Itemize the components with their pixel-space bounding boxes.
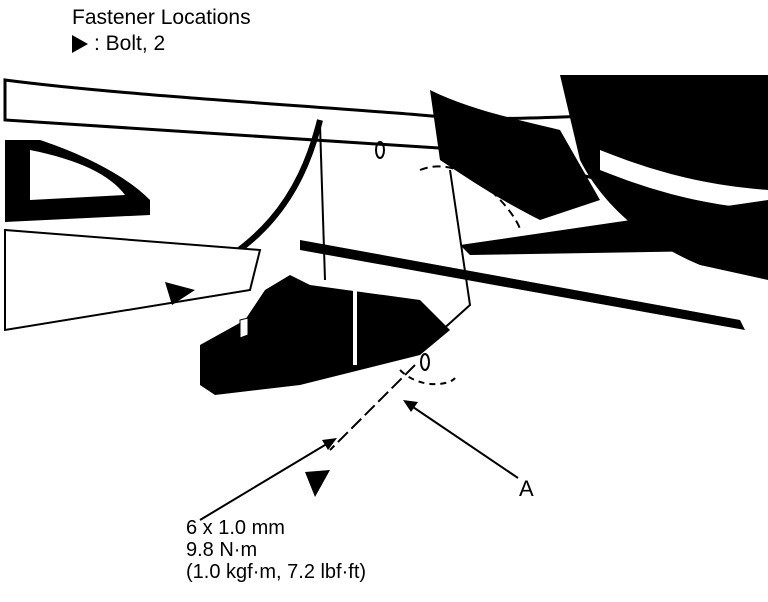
callout-a-leader xyxy=(409,404,519,479)
torque-spec: 6 x 1.0 mm 9.8 N·m (1.0 kgf·m, 7.2 lbf·f… xyxy=(186,517,366,583)
torque-alt-value: (1.0 kgf·m, 7.2 lbf·ft) xyxy=(186,561,367,583)
body-panel-left-inner xyxy=(30,150,125,200)
bolt-hole-lower xyxy=(420,353,430,371)
shield-tab xyxy=(239,317,249,339)
bolt-leader-upper xyxy=(319,124,326,281)
callout-a-label: A xyxy=(519,476,534,501)
bolt-leader-right xyxy=(419,169,472,351)
bolt-size: 6 x 1.0 mm xyxy=(186,517,285,539)
dark-frame-center xyxy=(430,90,600,220)
torque-value: 9.8 N·m xyxy=(186,539,258,561)
torque-leader-line xyxy=(199,441,331,521)
bolt-marker-icon xyxy=(165,282,195,305)
bolt-marker-icon xyxy=(305,470,330,497)
rail-wedge xyxy=(460,200,768,255)
fastener-axis-line xyxy=(329,364,416,451)
splash-shield-part xyxy=(200,275,450,395)
legend-text: : Bolt, 2 xyxy=(94,32,166,55)
rail-highlight xyxy=(399,249,721,296)
bolt-marker-icon xyxy=(72,35,88,53)
legend: : Bolt, 2 xyxy=(72,32,165,56)
white-strip-right xyxy=(600,150,768,210)
callout-a-arrowhead xyxy=(403,400,418,412)
hidden-line-lower xyxy=(399,369,456,386)
hidden-line xyxy=(419,165,521,231)
bolt-hole-upper xyxy=(375,141,385,159)
torque-leader-arrowhead xyxy=(322,438,337,450)
lower-panel xyxy=(4,228,262,332)
diagram-title: Fastener Locations xyxy=(72,6,251,29)
side-rail xyxy=(300,240,745,330)
